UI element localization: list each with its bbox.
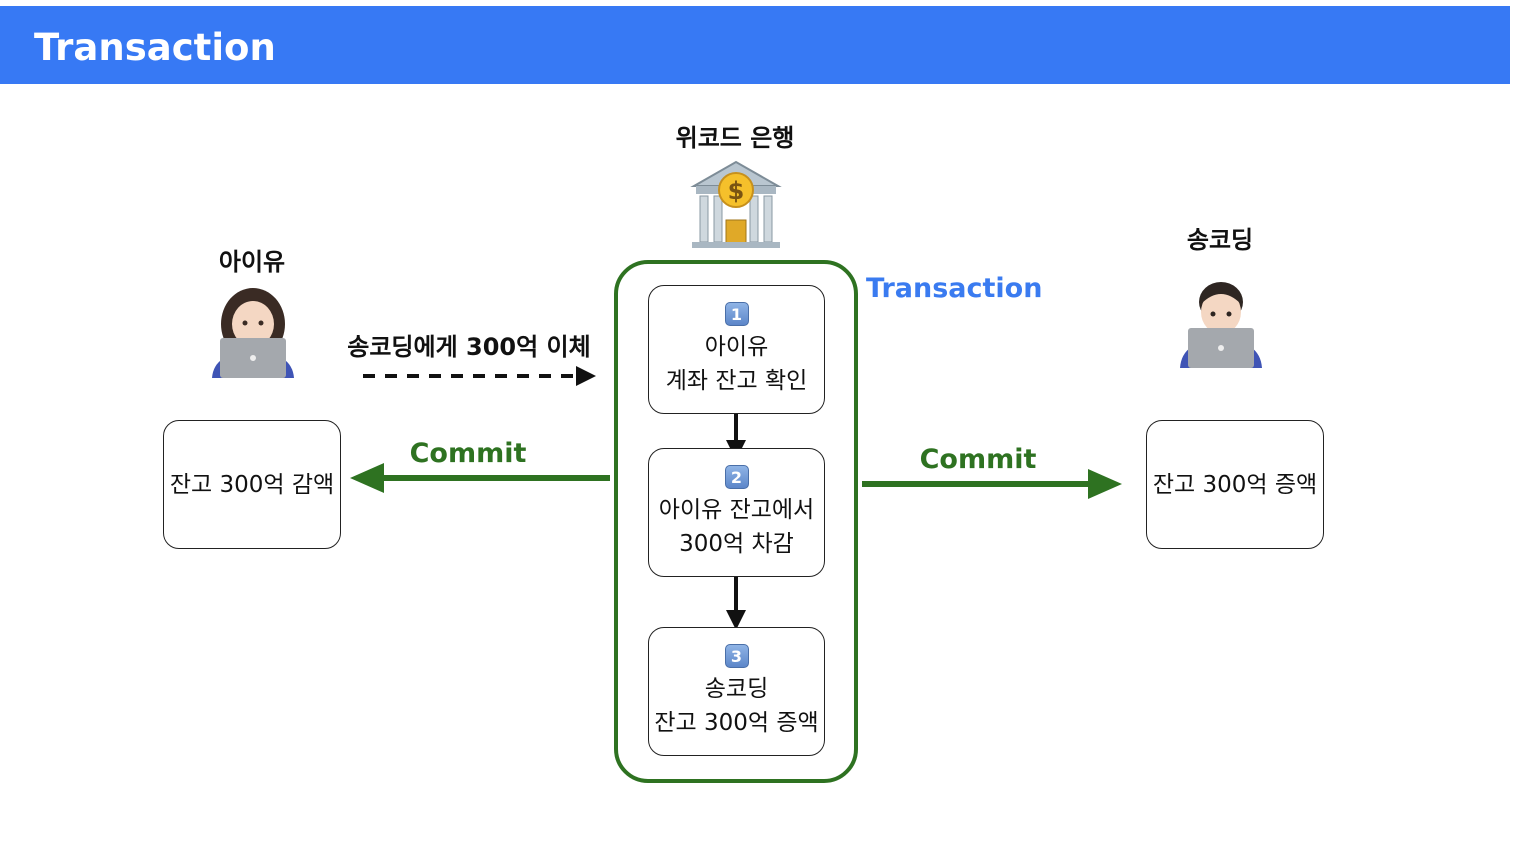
transfer-arrowhead [576,366,596,386]
transfer-label: 송코딩에게 300억 이체 [347,333,591,361]
commit-right-arrowhead [1088,469,1122,499]
step-1-line1: 아이유 [704,333,769,360]
step-2-line2: 300억 차감 [679,530,794,557]
right-balance-box: 잔고 300억 증액 [1146,420,1324,549]
step-1-box: 1 아이유 계좌 잔고 확인 [648,285,825,414]
step-3-line2: 잔고 300억 증액 [654,709,819,736]
commit-right-label: Commit [919,444,1037,475]
svg-text:$: $ [728,177,745,205]
step-2-box: 2 아이유 잔고에서 300억 차감 [648,448,825,577]
step-3-line1: 송코딩 [704,675,769,702]
header-bar: Transaction [0,6,1510,84]
right-person-name: 송코딩 [1186,226,1254,254]
left-balance-text: 잔고 300억 감액 [169,471,335,498]
right-balance-text: 잔고 300억 증액 [1152,471,1318,498]
bank-icon: $ [690,158,782,250]
transaction-frame [614,260,858,783]
step-2-line1: 아이유 잔고에서 [658,496,815,523]
left-balance-box: 잔고 300억 감액 [163,420,341,549]
step-2-badge: 2 [724,464,749,489]
step-3-box: 3 송코딩 잔고 300억 증액 [648,627,825,756]
step-3-badge: 3 [724,643,749,668]
bank-title: 위코드 은행 [675,124,795,152]
left-person-name: 아이유 [218,248,286,276]
woman-laptop-icon [210,286,296,378]
page-title: Transaction [34,26,276,69]
commit-left-arrowhead [350,463,384,493]
transaction-label: Transaction [866,273,1043,304]
commit-left-label: Commit [409,438,527,469]
step-1-badge: 1 [724,301,749,326]
step2-to-step3-arrowhead [726,610,746,630]
step-1-line2: 계좌 잔고 확인 [665,367,808,394]
man-laptop-icon [1178,276,1264,368]
